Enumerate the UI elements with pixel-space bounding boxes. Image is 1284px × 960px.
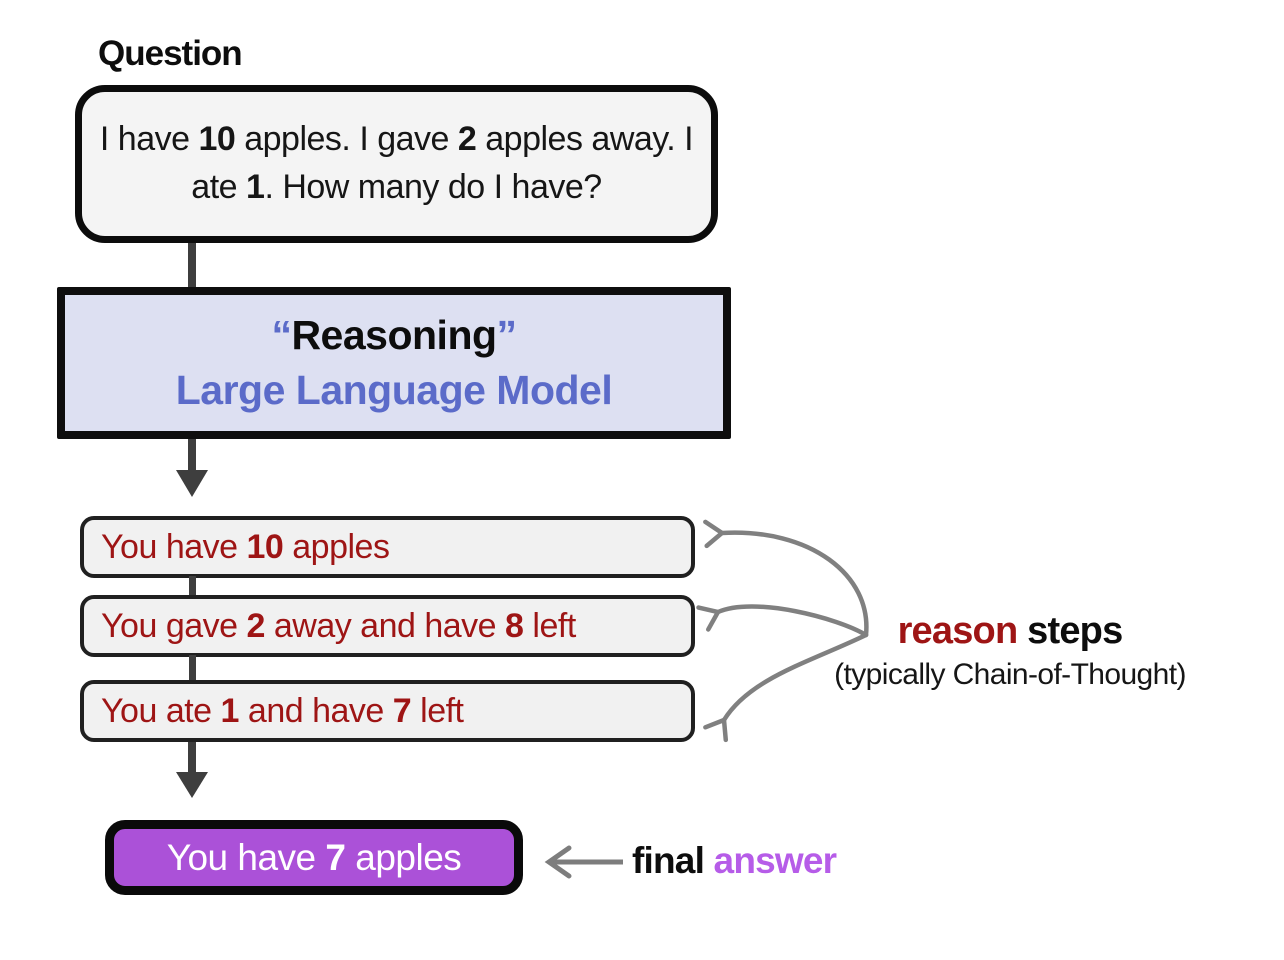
reason-steps-title: reason steps xyxy=(897,610,1124,652)
reasoning-title: “Reasoning” xyxy=(271,311,517,358)
left-arrow-icon xyxy=(544,845,623,879)
curved-arrows-icon xyxy=(696,519,869,743)
reason-step-box: You gave 2 away and have 8 left xyxy=(80,595,695,657)
connector-question-to-llm xyxy=(188,243,196,289)
reason-step-box: You have 10 apples xyxy=(80,516,695,578)
final-answer-text: You have 7 apples xyxy=(166,836,462,878)
reason-step-text: You ate 1 and have 7 left xyxy=(101,691,464,730)
llm-subtitle: Large Language Model xyxy=(175,367,613,413)
reason-steps-annotation: reason steps (typically Chain-of-Thought… xyxy=(780,610,1240,692)
down-arrow-icon xyxy=(176,439,208,497)
reason-steps-subtitle: (typically Chain-of-Thought) xyxy=(834,657,1186,691)
reasoning-llm-box: “Reasoning” Large Language Model xyxy=(57,287,731,439)
connector-step1-step2 xyxy=(189,576,196,597)
final-answer-box: You have 7 apples xyxy=(105,820,523,895)
reason-step-text: You gave 2 away and have 8 left xyxy=(101,606,576,645)
down-arrow-icon xyxy=(176,742,208,798)
connector-step2-step3 xyxy=(189,655,196,682)
reason-step-text: You have 10 apples xyxy=(101,527,390,566)
question-text: I have 10 apples. I gave 2 apples away. … xyxy=(99,120,694,206)
final-answer-label: final answer xyxy=(632,840,837,881)
question-box: I have 10 apples. I gave 2 apples away. … xyxy=(75,85,718,243)
question-label: Question xyxy=(98,34,243,73)
reason-step-box: You ate 1 and have 7 left xyxy=(80,680,695,742)
